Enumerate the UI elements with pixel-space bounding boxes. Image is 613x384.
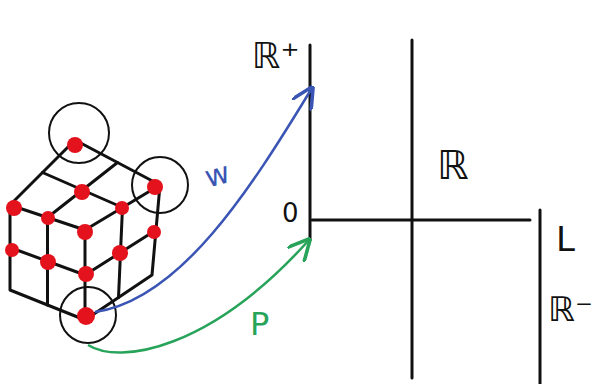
- map-arrow: [95, 88, 312, 312]
- red-dot: [147, 179, 163, 195]
- red-dot: [147, 225, 161, 239]
- red-dot: [5, 243, 19, 257]
- vertex-circle: [132, 157, 188, 213]
- axis-lines: [310, 40, 540, 384]
- red-dot: [6, 200, 22, 216]
- vertex-circle: [60, 287, 116, 343]
- horizontal-line: [312, 219, 530, 222]
- red-dot: [78, 266, 94, 282]
- vertex-circle: [49, 103, 109, 163]
- line-label: L: [556, 222, 575, 256]
- half-line: [309, 45, 312, 240]
- red-dot: [41, 211, 55, 225]
- cube-grid-line: [85, 208, 156, 298]
- red-dot: [77, 307, 95, 325]
- red-dot: [67, 137, 83, 153]
- set-label: ℝ⁻: [548, 292, 593, 326]
- red-dot: [112, 245, 128, 261]
- red-dot: [74, 184, 90, 200]
- red-dot: [77, 224, 93, 240]
- cube-grid-line: [43, 163, 123, 218]
- point-label: 0: [282, 200, 299, 226]
- vertical-line: [539, 210, 542, 384]
- map-arrow: [88, 240, 309, 353]
- set-label: ℝ⁺: [252, 38, 300, 74]
- cube-edge: [10, 185, 160, 320]
- vertical-line: [411, 40, 414, 378]
- red-dot: [40, 254, 56, 270]
- map-label: w: [202, 157, 233, 192]
- map-label: P: [250, 308, 269, 340]
- red-dot: [115, 201, 129, 215]
- set-label: ℝ: [437, 145, 469, 185]
